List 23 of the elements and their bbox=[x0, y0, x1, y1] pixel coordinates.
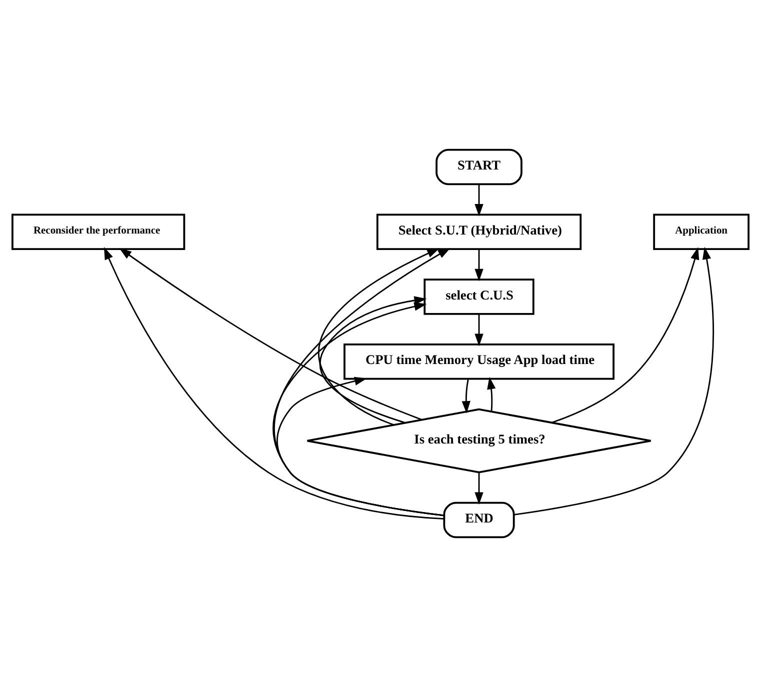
arrow bbox=[514, 246, 714, 515]
arrow bbox=[104, 246, 444, 520]
arrow bbox=[272, 302, 444, 516]
arrow bbox=[318, 248, 440, 426]
arrow bbox=[320, 296, 427, 423]
node-box: Application bbox=[653, 213, 750, 250]
arrow bbox=[276, 376, 444, 516]
node-diamond: Is each testing 5 times? bbox=[306, 408, 652, 473]
arrow bbox=[474, 184, 484, 216]
arrow bbox=[274, 247, 450, 516]
node-box: END bbox=[443, 501, 515, 538]
node-box: Reconsider the performance bbox=[12, 213, 186, 250]
arrow bbox=[474, 472, 484, 504]
arrow bbox=[487, 376, 496, 411]
node-box: select C.U.S bbox=[424, 278, 534, 314]
arrow bbox=[462, 378, 470, 413]
arrow bbox=[474, 248, 484, 281]
arrow bbox=[119, 247, 422, 420]
node-box: CPU time Memory Usage App load time bbox=[344, 343, 614, 380]
node-box: Select S.U.T (Hybrid/Native) bbox=[376, 213, 582, 250]
node-box: START bbox=[436, 148, 522, 185]
arrow bbox=[552, 246, 700, 423]
arrow bbox=[474, 314, 484, 346]
